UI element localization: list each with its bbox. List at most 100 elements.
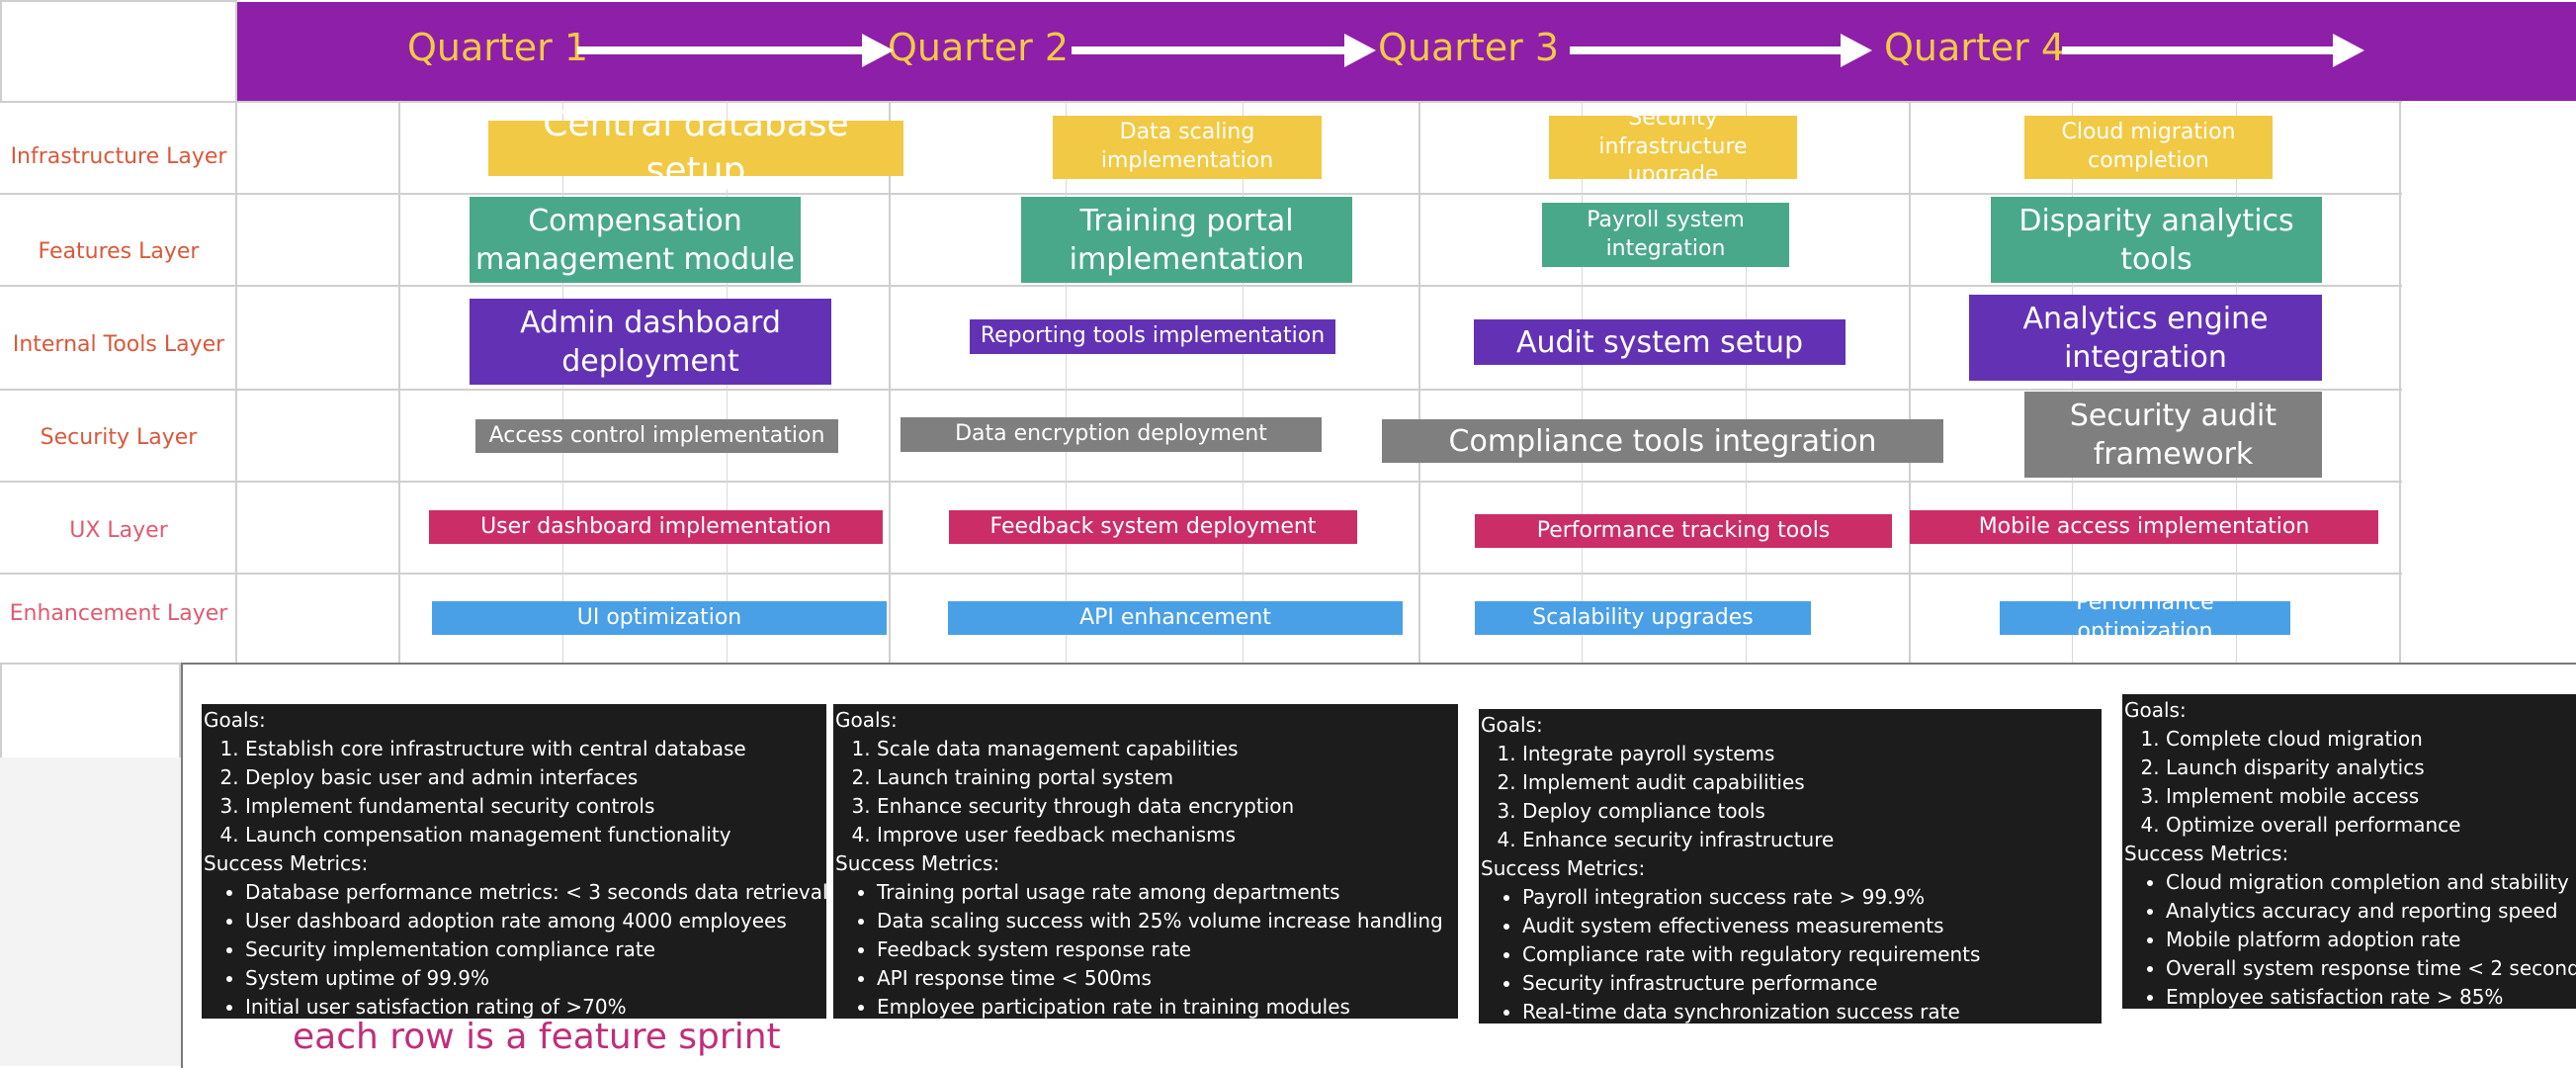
card-enhancement-q1[interactable]: UI optimization: [432, 601, 887, 635]
goals-panel-q4: Goals: Complete cloud migration Launch d…: [2122, 694, 2576, 1009]
metric-item: Cloud migration completion and stability: [2166, 868, 2574, 897]
bottom-corner-cell: [0, 663, 181, 759]
goal-item: Improve user feedback mechanisms: [877, 821, 1456, 849]
metrics-heading: Success Metrics:: [835, 851, 1000, 875]
card-infrastructure-q4[interactable]: Cloud migration completion: [2024, 116, 2273, 179]
goal-item: Implement fundamental security controls: [245, 792, 824, 821]
metric-item: Training portal usage rate among departm…: [877, 878, 1456, 907]
grid-line: [1243, 101, 1244, 663]
goal-item: Deploy compliance tools: [1522, 797, 2100, 826]
card-enhancement-q3[interactable]: Scalability upgrades: [1475, 601, 1811, 635]
goal-item: Enhance security infrastructure: [1522, 826, 2100, 854]
card-infrastructure-q1[interactable]: Central database setup: [488, 104, 903, 191]
quarter-1-arrow: [577, 28, 894, 71]
metric-item: Employee participation rate in training …: [877, 993, 1456, 1019]
card-ux-q1[interactable]: User dashboard implementation: [429, 510, 883, 544]
metric-item: Payroll integration success rate > 99.9%: [1522, 883, 2100, 912]
card-internal-tools-q4[interactable]: Analytics engine integration: [1969, 295, 2322, 381]
grid-line: [0, 389, 2402, 391]
grid-line: [0, 573, 2402, 575]
card-features-q2[interactable]: Training portal implementation: [1021, 197, 1352, 283]
metrics-list: Database performance metrics: < 3 second…: [204, 878, 826, 1019]
card-ux-q2[interactable]: Feedback system deployment: [949, 510, 1357, 544]
goal-item: Deploy basic user and admin interfaces: [245, 763, 824, 792]
quarter-1-label: Quarter 1: [407, 26, 589, 69]
grid-line: [1418, 101, 1420, 663]
grid-line: [1746, 101, 1747, 663]
card-internal-tools-q3[interactable]: Audit system setup: [1474, 319, 1846, 365]
layer-label-security: Security Layer: [40, 425, 198, 450]
metrics-heading: Success Metrics:: [204, 851, 369, 875]
metric-item: Initial user satisfaction rating of >70%: [245, 993, 824, 1019]
metric-item: Compliance rate with regulatory requirem…: [1522, 940, 2100, 969]
card-infrastructure-q2[interactable]: Data scaling implementation: [1053, 116, 1322, 179]
goals-heading: Goals:: [835, 708, 898, 732]
goals-list: Complete cloud migration Launch disparit…: [2124, 725, 2574, 840]
card-infrastructure-q3[interactable]: Security infrastructure upgrade: [1549, 106, 1797, 187]
grid-line: [1909, 101, 1911, 663]
goals-heading: Goals:: [2124, 698, 2187, 722]
grid-line: [0, 285, 2402, 287]
card-internal-tools-q2[interactable]: Reporting tools implementation: [970, 319, 1335, 354]
goals-panel-q3: Goals: Integrate payroll systems Impleme…: [1479, 709, 2102, 1024]
grid-line: [1582, 101, 1583, 663]
layer-label-internal-tools: Internal Tools Layer: [12, 332, 225, 357]
layer-label-infrastructure: Infrastructure Layer: [10, 144, 227, 169]
metric-item: Real-time data synchronization success r…: [1522, 998, 2100, 1024]
sprint-note: each row is a feature sprint: [293, 1017, 781, 1057]
metric-item: Security infrastructure performance: [1522, 969, 2100, 998]
card-security-q4[interactable]: Security audit framework: [2024, 392, 2322, 478]
quarter-2-label: Quarter 2: [888, 26, 1070, 69]
goal-item: Launch disparity analytics: [2166, 754, 2574, 782]
goal-item: Integrate payroll systems: [1522, 740, 2100, 768]
metric-item: Mobile platform adoption rate: [2166, 926, 2574, 954]
metrics-heading: Success Metrics:: [1481, 856, 1646, 880]
card-internal-tools-q1[interactable]: Admin dashboard deployment: [470, 299, 831, 385]
metric-item: API response time < 500ms: [877, 964, 1456, 993]
grid-line: [1066, 101, 1067, 663]
metric-item: User dashboard adoption rate among 4000 …: [245, 907, 824, 935]
card-enhancement-q4[interactable]: Performance optimization: [2000, 590, 2290, 644]
card-features-q3[interactable]: Payroll system integration: [1542, 203, 1789, 267]
goal-item: Enhance security through data encryption: [877, 792, 1456, 821]
card-ux-q3[interactable]: Performance tracking tools: [1475, 514, 1892, 548]
bottom-corner-fill: [0, 757, 181, 1066]
goals-panel-q2: Goals: Scale data management capabilitie…: [833, 704, 1458, 1019]
header-corner-cell: [0, 0, 237, 103]
metrics-list: Cloud migration completion and stability…: [2124, 868, 2576, 1009]
metric-item: Audit system effectiveness measurements: [1522, 912, 2100, 940]
goals-heading: Goals:: [204, 708, 266, 732]
card-features-q4[interactable]: Disparity analytics tools: [1991, 197, 2322, 283]
goal-item: Scale data management capabilities: [877, 735, 1456, 763]
metric-item: Data scaling success with 25% volume inc…: [877, 907, 1456, 935]
card-security-q3[interactable]: Compliance tools integration: [1382, 419, 1943, 463]
quarter-2-arrow: [1072, 28, 1376, 71]
grid-line: [235, 101, 237, 663]
grid-line: [2072, 101, 2073, 663]
grid-line: [398, 101, 400, 663]
quarter-3-arrow: [1570, 28, 1872, 71]
grid-line: [2399, 101, 2401, 663]
metric-item: Security implementation compliance rate: [245, 935, 824, 964]
goal-item: Optimize overall performance: [2166, 811, 2574, 840]
goal-item: Implement audit capabilities: [1522, 768, 2100, 797]
goals-list: Integrate payroll systems Implement audi…: [1481, 740, 2100, 854]
metrics-list: Training portal usage rate among departm…: [835, 878, 1456, 1019]
card-enhancement-q2[interactable]: API enhancement: [948, 601, 1403, 635]
card-features-q1[interactable]: Compensation management module: [470, 197, 801, 283]
goal-item: Establish core infrastructure with centr…: [245, 735, 824, 763]
layer-label-ux: UX Layer: [69, 518, 168, 543]
metric-item: Overall system response time < 2 seconds: [2166, 954, 2576, 983]
card-ux-q4[interactable]: Mobile access implementation: [1910, 510, 2378, 544]
metric-item: System uptime of 99.9%: [245, 964, 824, 993]
goal-item: Launch training portal system: [877, 763, 1456, 792]
card-security-q2[interactable]: Data encryption deployment: [901, 417, 1322, 452]
metric-item: Analytics accuracy and reporting speed: [2166, 897, 2574, 926]
quarter-3-label: Quarter 3: [1378, 26, 1560, 69]
quarter-4-arrow: [2062, 28, 2364, 71]
card-security-q1[interactable]: Access control implementation: [475, 419, 838, 453]
layer-label-features: Features Layer: [38, 239, 200, 264]
grid-line: [2236, 101, 2237, 663]
layer-label-enhancement: Enhancement Layer: [9, 601, 228, 626]
